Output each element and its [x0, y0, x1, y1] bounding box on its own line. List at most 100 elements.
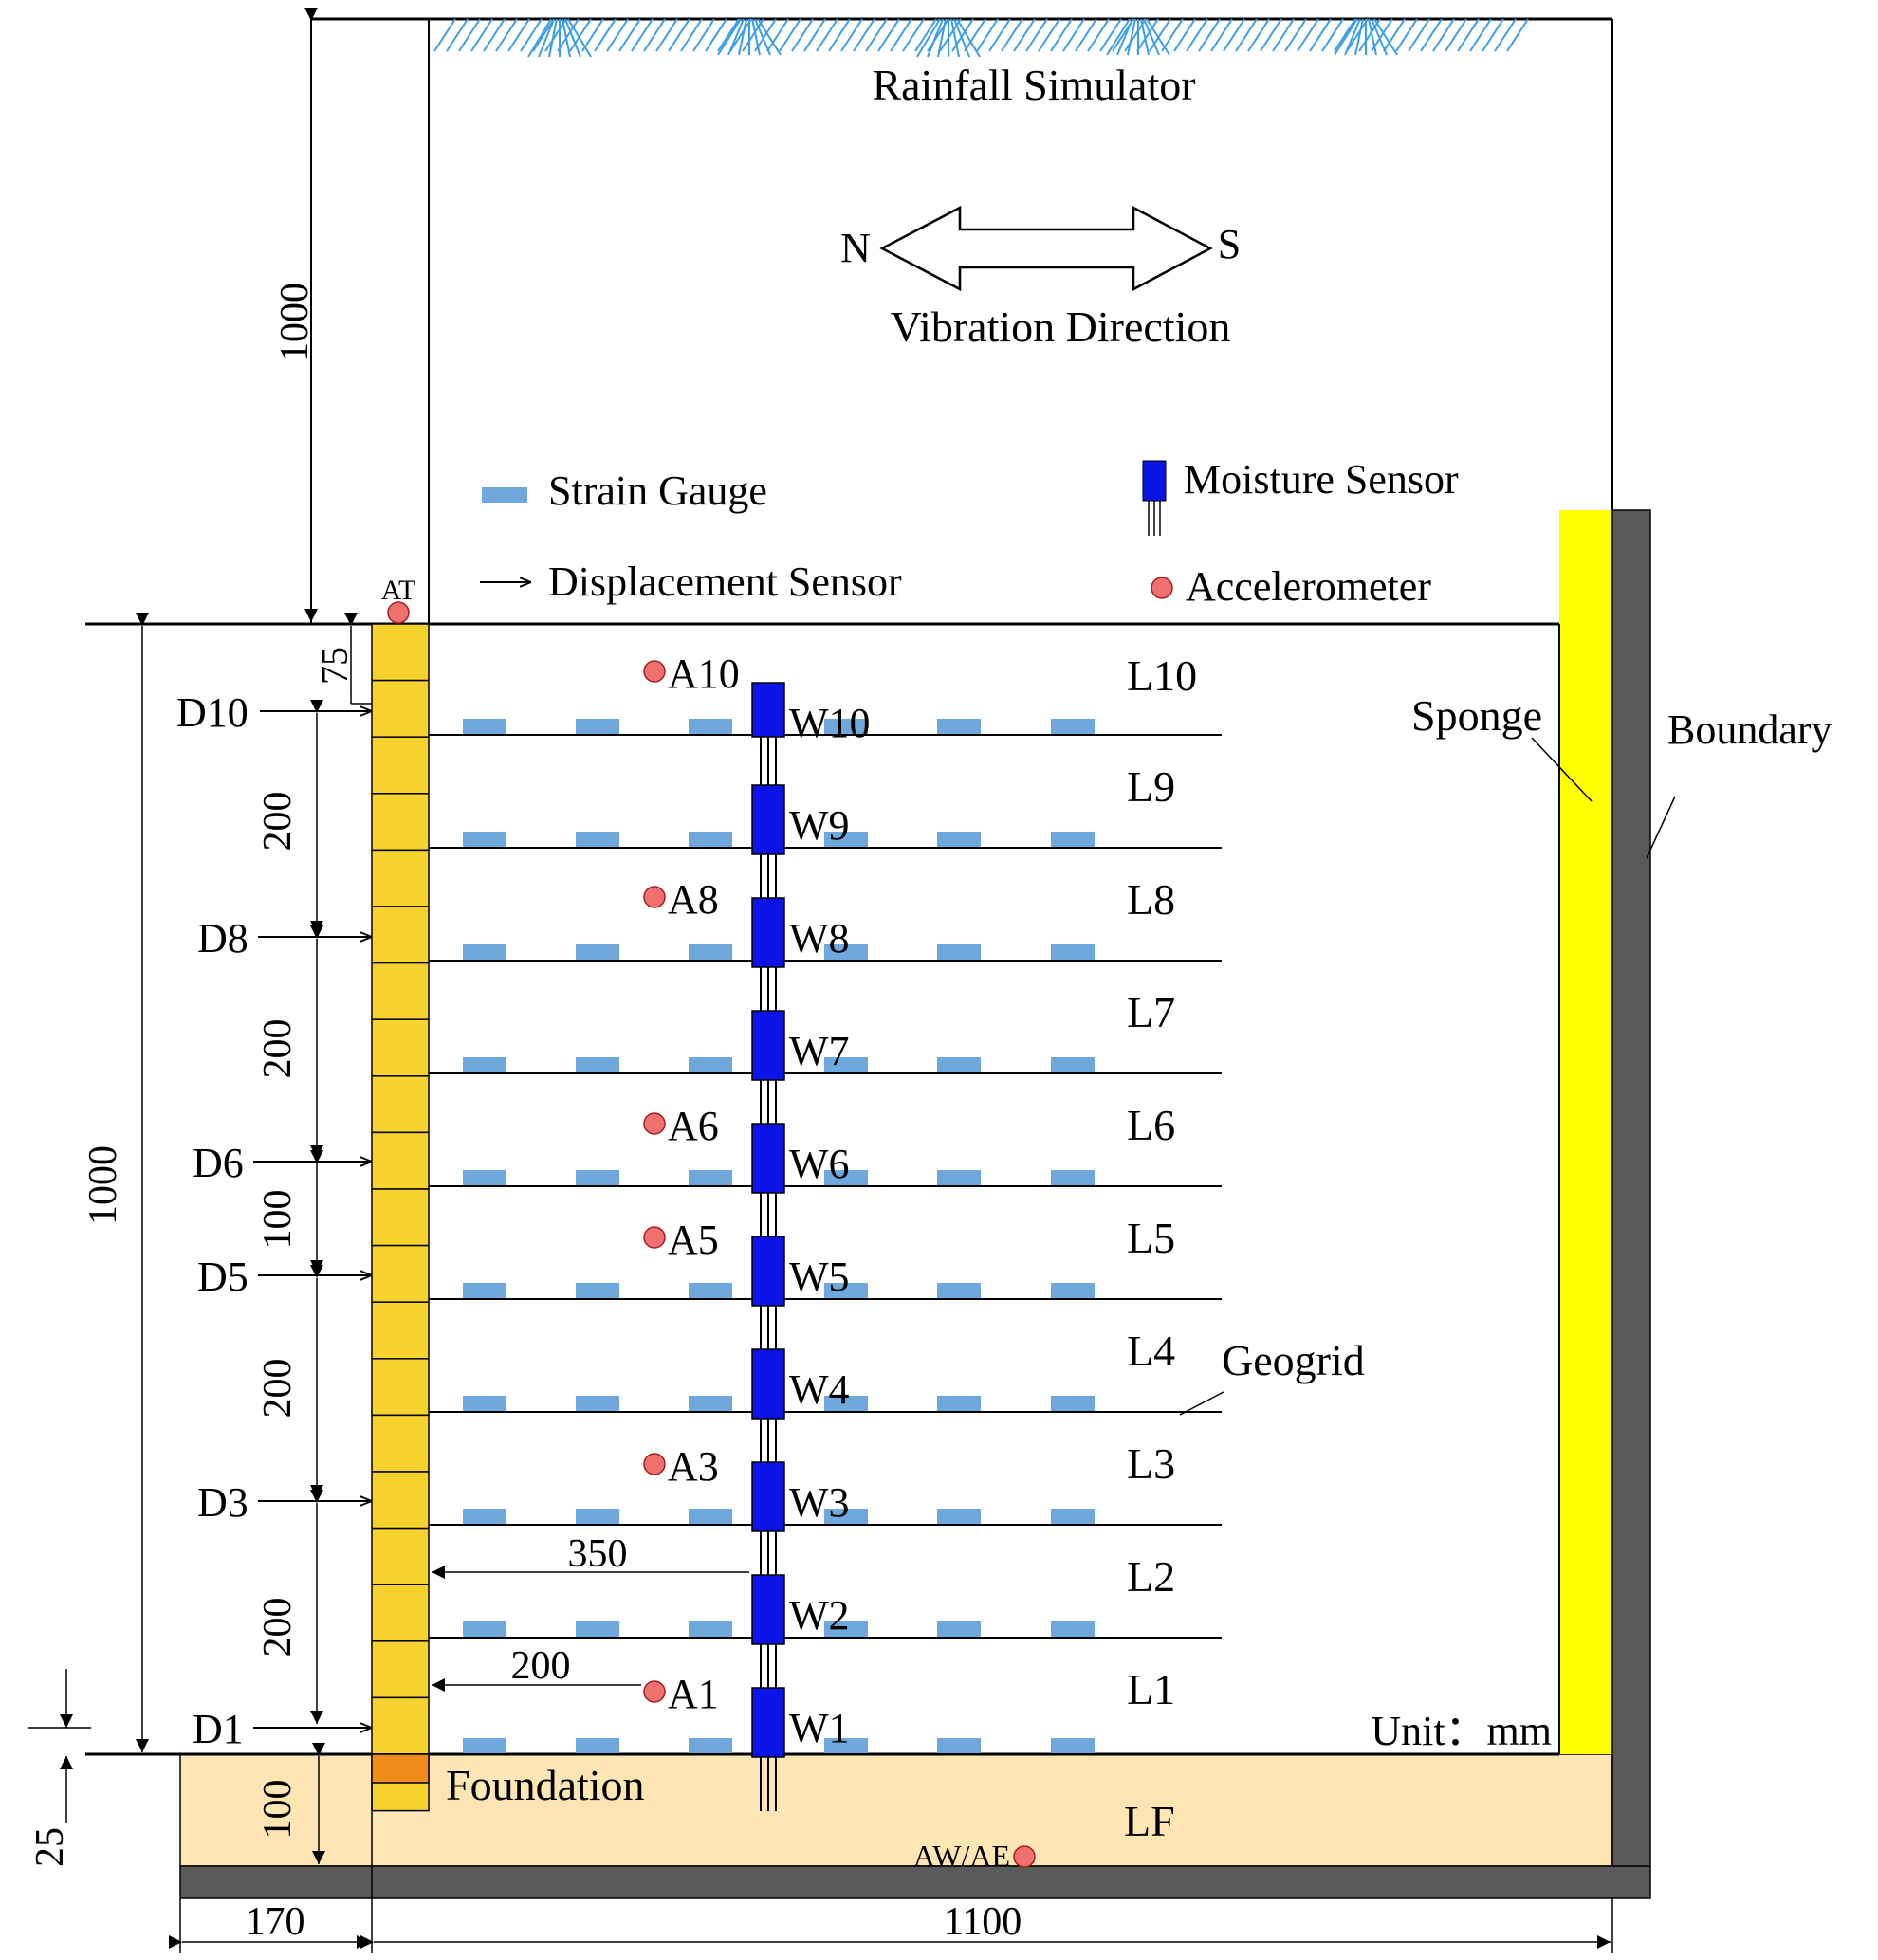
rain-stroke: [1087, 18, 1110, 52]
strain-gauge: [576, 1509, 619, 1524]
layer-label: L8: [1127, 875, 1175, 924]
strain-gauge: [463, 1621, 506, 1637]
vibration-direction-label: Vibration Direction: [891, 302, 1231, 351]
rain-stroke: [643, 18, 666, 52]
rain-stroke: [527, 18, 552, 58]
rain-stroke: [988, 18, 1011, 52]
rain-stroke: [1346, 18, 1369, 52]
strain-gauge: [824, 1396, 868, 1411]
north-label: N: [840, 225, 871, 271]
strain-gauge: [937, 719, 981, 734]
strain-gauge: [463, 1283, 506, 1298]
rain-stroke: [1025, 18, 1048, 52]
strain-gauge: [463, 1738, 506, 1753]
rain-stroke: [1001, 18, 1023, 52]
rain-stroke: [1143, 18, 1160, 56]
strain-gauge: [576, 1396, 619, 1411]
accelerometer-at: [387, 601, 410, 624]
moisture-sensor-legend-icon: [1142, 460, 1167, 502]
strain-gauge: [1051, 719, 1095, 734]
strain-gauge: [463, 1170, 506, 1185]
rain-stroke: [655, 18, 678, 52]
facing-block: [371, 1358, 430, 1417]
facing-block: [371, 1075, 430, 1134]
moisture-sensor: [751, 1010, 785, 1081]
dim-foundation-depth: 100: [256, 1780, 300, 1840]
rain-stroke: [1272, 18, 1295, 52]
strain-gauge: [824, 1621, 868, 1637]
facing-block: [371, 679, 430, 738]
rain-stroke: [1161, 18, 1184, 52]
strain-gauge: [937, 1738, 981, 1753]
rain-stroke: [779, 18, 801, 52]
layer-label: L4: [1127, 1327, 1175, 1375]
accelerometer-at-label: AT: [381, 575, 416, 606]
layer-label: L6: [1127, 1101, 1175, 1149]
dim-base-gap: 25: [28, 1827, 72, 1867]
rain-stroke: [618, 18, 641, 52]
rain-stroke: [594, 18, 617, 52]
facing-block: [371, 1131, 430, 1190]
rain-stroke: [1334, 18, 1356, 52]
strain-gauge: [937, 944, 981, 960]
accelerometer-label: A5: [668, 1217, 719, 1263]
moisture-sensor-label: W2: [789, 1592, 850, 1639]
facing-block: [371, 1471, 430, 1530]
strain-gauge: [937, 1283, 981, 1298]
displacement-sensor-label: D6: [193, 1140, 244, 1186]
strain-gauge: [1051, 1621, 1095, 1637]
strain-gauge: [576, 719, 619, 734]
rain-stroke: [1297, 18, 1319, 52]
dim-upper-height: 1000: [273, 283, 317, 362]
moisture-sensor: [751, 784, 785, 855]
strain-gauge: [1051, 1738, 1095, 1753]
strain-gauge: [576, 832, 619, 847]
rain-stroke: [803, 18, 826, 52]
rain-stroke: [964, 18, 986, 52]
moisture-sensor-label: W10: [789, 700, 871, 746]
rain-stroke: [1432, 18, 1455, 52]
rain-stroke: [1445, 18, 1467, 52]
rain-stroke: [564, 18, 581, 58]
layer-label: L5: [1127, 1214, 1175, 1262]
rain-stroke: [1173, 18, 1196, 52]
layer-label: L3: [1127, 1439, 1175, 1488]
facing-block: [371, 962, 430, 1020]
foundation-layer-label: LF: [1124, 1797, 1175, 1845]
moisture-sensor: [751, 1687, 785, 1758]
strain-gauge: [824, 1283, 868, 1298]
rain-stroke: [1260, 18, 1282, 52]
rain-stroke: [1344, 18, 1361, 56]
strain-gauge: [689, 832, 732, 847]
strain-gauge: [1051, 1283, 1095, 1298]
accelerometer: [643, 1680, 666, 1703]
displacement-sensor-label: D5: [197, 1254, 249, 1300]
moisture-sensor: [751, 1574, 785, 1645]
facing-block: [371, 1018, 430, 1077]
strain-gauge: [824, 1738, 868, 1753]
rainfall-hatch: [433, 18, 1529, 58]
rain-stroke: [562, 18, 571, 58]
rain-stroke: [828, 18, 851, 52]
rain-stroke: [433, 18, 456, 52]
rain-stroke: [1062, 18, 1085, 52]
rain-stroke: [705, 18, 727, 52]
rainfall-simulator-title: Rainfall Simulator: [872, 61, 1195, 109]
rain-stroke: [840, 18, 863, 52]
rain-stroke: [1309, 18, 1332, 52]
rain-stroke: [1420, 18, 1443, 52]
rain-stroke: [1321, 18, 1344, 52]
rain-stroke: [1146, 18, 1170, 56]
legend: Strain Gauge Displacement Sensor Moistur…: [480, 456, 1459, 610]
strain-gauge: [689, 1283, 732, 1298]
accelerometer: [643, 660, 666, 683]
rain-stroke: [631, 18, 654, 52]
accelerometer: [643, 1453, 666, 1475]
rain-stroke: [717, 18, 742, 56]
strain-gauge: [463, 1396, 506, 1411]
sponge: [1559, 510, 1612, 1754]
